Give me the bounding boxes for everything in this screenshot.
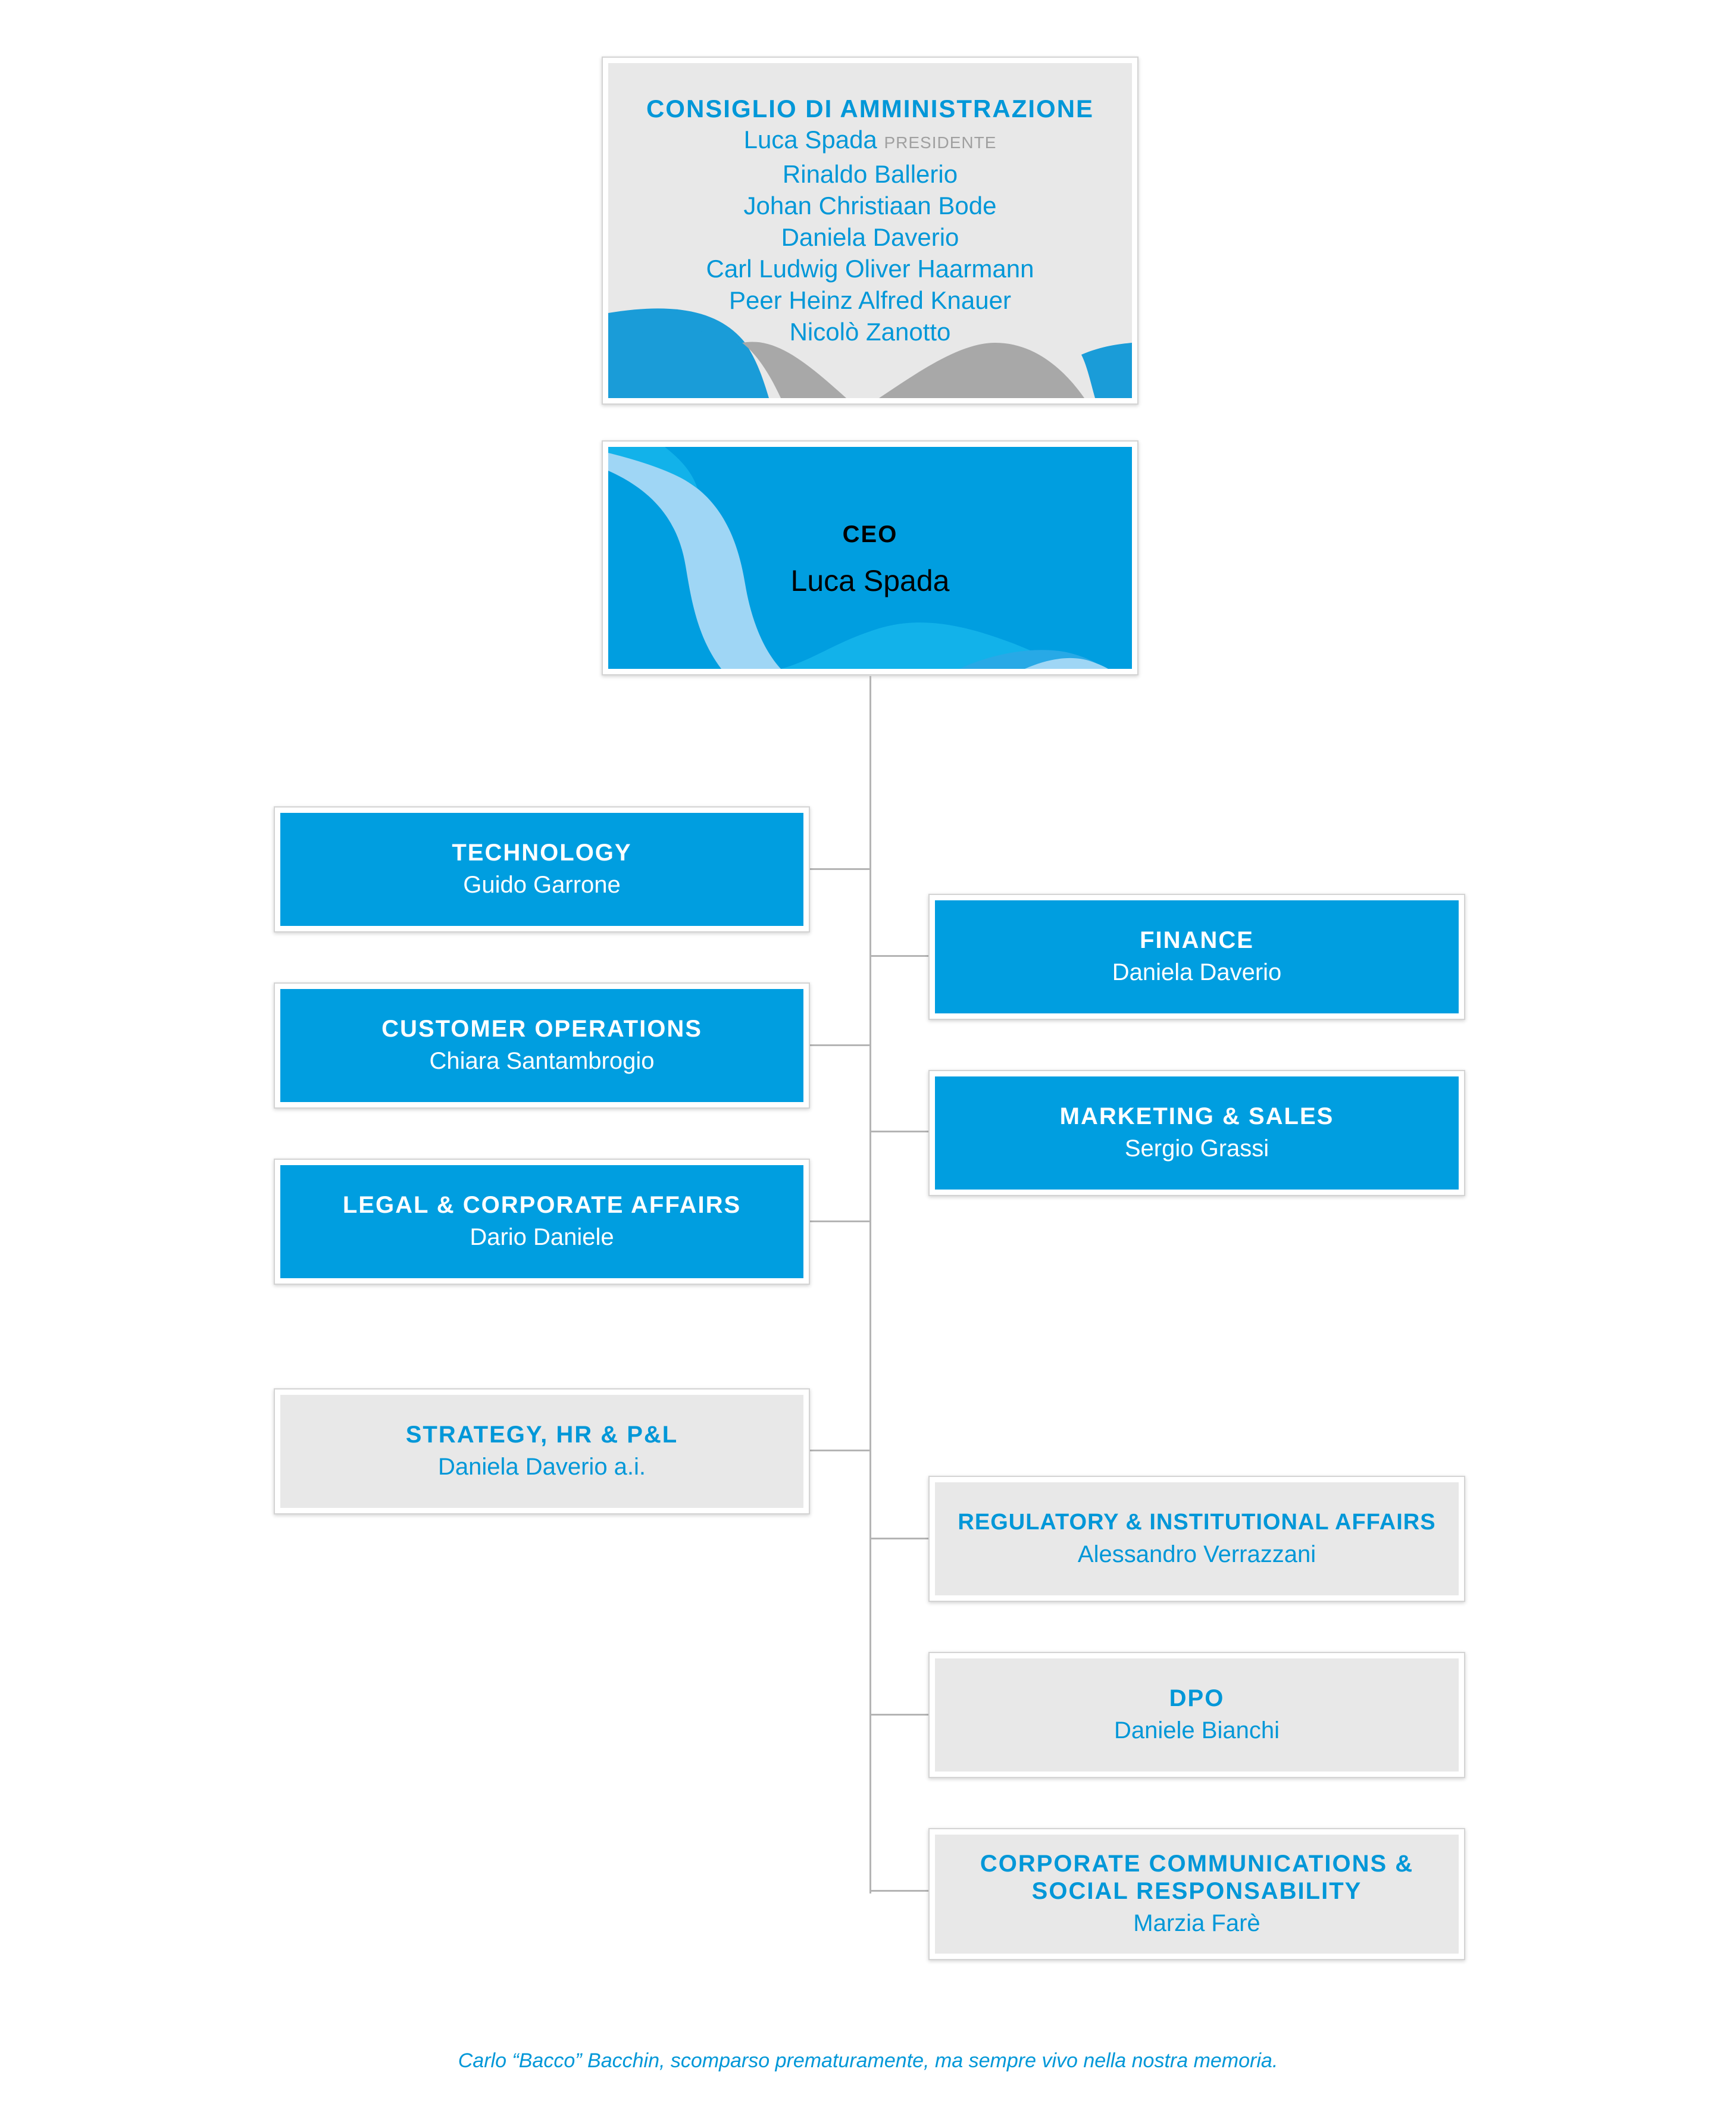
footer-dedication: Carlo “Bacco” Bacchin, scomparso prematu… (458, 2049, 1278, 2072)
communications-title-line2: SOCIAL RESPONSABILITY (1031, 1878, 1362, 1904)
regulatory-title: REGULATORY & INSTITUTIONAL AFFAIRS (958, 1510, 1436, 1535)
connector-communications (869, 1890, 930, 1892)
regulatory-card-body: REGULATORY & INSTITUTIONAL AFFAIRS Aless… (935, 1482, 1459, 1595)
connector-finance (869, 955, 930, 957)
connector-strategy (809, 1450, 871, 1451)
strategy-title: STRATEGY, HR & P&L (405, 1422, 678, 1448)
technology-card: TECHNOLOGY Guido Garrone (274, 806, 810, 932)
regulatory-card: REGULATORY & INSTITUTIONAL AFFAIRS Aless… (928, 1476, 1465, 1602)
connector-marketing-sales (869, 1131, 930, 1132)
connector-customer-operations (809, 1044, 871, 1046)
board-title: CONSIGLIO DI AMMINISTRAZIONE (646, 95, 1094, 123)
dpo-head: Daniele Bianchi (1114, 1717, 1280, 1744)
communications-card-body: CORPORATE COMMUNICATIONS & SOCIAL RESPON… (935, 1835, 1459, 1954)
finance-card-body: FINANCE Daniela Daverio (935, 900, 1459, 1013)
board-member: Peer Heinz Alfred Knauer (729, 286, 1011, 314)
communications-head: Marzia Farè (1133, 1910, 1260, 1936)
customer-operations-card: CUSTOMER OPERATIONS Chiara Santambrogio (274, 982, 810, 1109)
regulatory-head: Alessandro Verrazzani (1077, 1541, 1316, 1567)
ceo-card-body: CEO Luca Spada (608, 447, 1132, 669)
board-card-body: CONSIGLIO DI AMMINISTRAZIONE Luca Spada … (608, 63, 1132, 398)
marketing-sales-card-body: MARKETING & SALES Sergio Grassi (935, 1076, 1459, 1190)
communications-card: CORPORATE COMMUNICATIONS & SOCIAL RESPON… (928, 1828, 1465, 1960)
connector-legal (809, 1220, 871, 1222)
board-president-name: Luca Spada (743, 126, 877, 154)
connector-dpo (869, 1714, 930, 1716)
marketing-sales-card: MARKETING & SALES Sergio Grassi (928, 1070, 1465, 1196)
board-wave-decoration (608, 308, 1132, 398)
board-member: Carl Ludwig Oliver Haarmann (706, 255, 1034, 283)
finance-card: FINANCE Daniela Daverio (928, 894, 1465, 1020)
strategy-card: STRATEGY, HR & P&L Daniela Daverio a.i. (274, 1388, 810, 1514)
legal-card: LEGAL & CORPORATE AFFAIRS Dario Daniele (274, 1159, 810, 1285)
technology-head: Guido Garrone (463, 872, 621, 898)
finance-title: FINANCE (1140, 927, 1254, 953)
board-member: Rinaldo Ballerio (782, 160, 958, 188)
ceo-card: CEO Luca Spada (602, 440, 1138, 675)
dpo-card: DPO Daniele Bianchi (928, 1652, 1465, 1778)
connector-regulatory (869, 1538, 930, 1539)
technology-card-body: TECHNOLOGY Guido Garrone (280, 813, 803, 926)
board-president-line: Luca Spada PRESIDENTE (744, 124, 997, 158)
customer-operations-card-body: CUSTOMER OPERATIONS Chiara Santambrogio (280, 989, 803, 1102)
dpo-card-body: DPO Daniele Bianchi (935, 1658, 1459, 1772)
legal-head: Dario Daniele (470, 1224, 614, 1250)
board-member: Nicolò Zanotto (789, 318, 951, 346)
main-vertical-connector (869, 676, 871, 1893)
customer-operations-head: Chiara Santambrogio (429, 1048, 655, 1074)
board-member: Daniela Daverio (781, 223, 959, 251)
marketing-sales-head: Sergio Grassi (1124, 1135, 1269, 1162)
legal-card-body: LEGAL & CORPORATE AFFAIRS Dario Daniele (280, 1165, 803, 1278)
board-president-role: PRESIDENTE (884, 133, 997, 152)
dpo-title: DPO (1169, 1685, 1225, 1711)
connector-technology (809, 868, 871, 870)
strategy-card-body: STRATEGY, HR & P&L Daniela Daverio a.i. (280, 1395, 803, 1508)
ceo-wave-decoration (608, 447, 1108, 669)
technology-title: TECHNOLOGY (452, 840, 632, 866)
ceo-title: CEO (842, 521, 898, 547)
ceo-name: Luca Spada (790, 564, 950, 597)
customer-operations-title: CUSTOMER OPERATIONS (381, 1016, 702, 1042)
board-member: Johan Christiaan Bode (743, 192, 997, 220)
communications-title-line1: CORPORATE COMMUNICATIONS & (980, 1851, 1414, 1877)
legal-title: LEGAL & CORPORATE AFFAIRS (342, 1192, 742, 1218)
strategy-head: Daniela Daverio a.i. (437, 1454, 646, 1480)
marketing-sales-title: MARKETING & SALES (1059, 1103, 1334, 1129)
finance-head: Daniela Daverio (1112, 959, 1282, 985)
board-card: CONSIGLIO DI AMMINISTRAZIONE Luca Spada … (602, 57, 1138, 405)
